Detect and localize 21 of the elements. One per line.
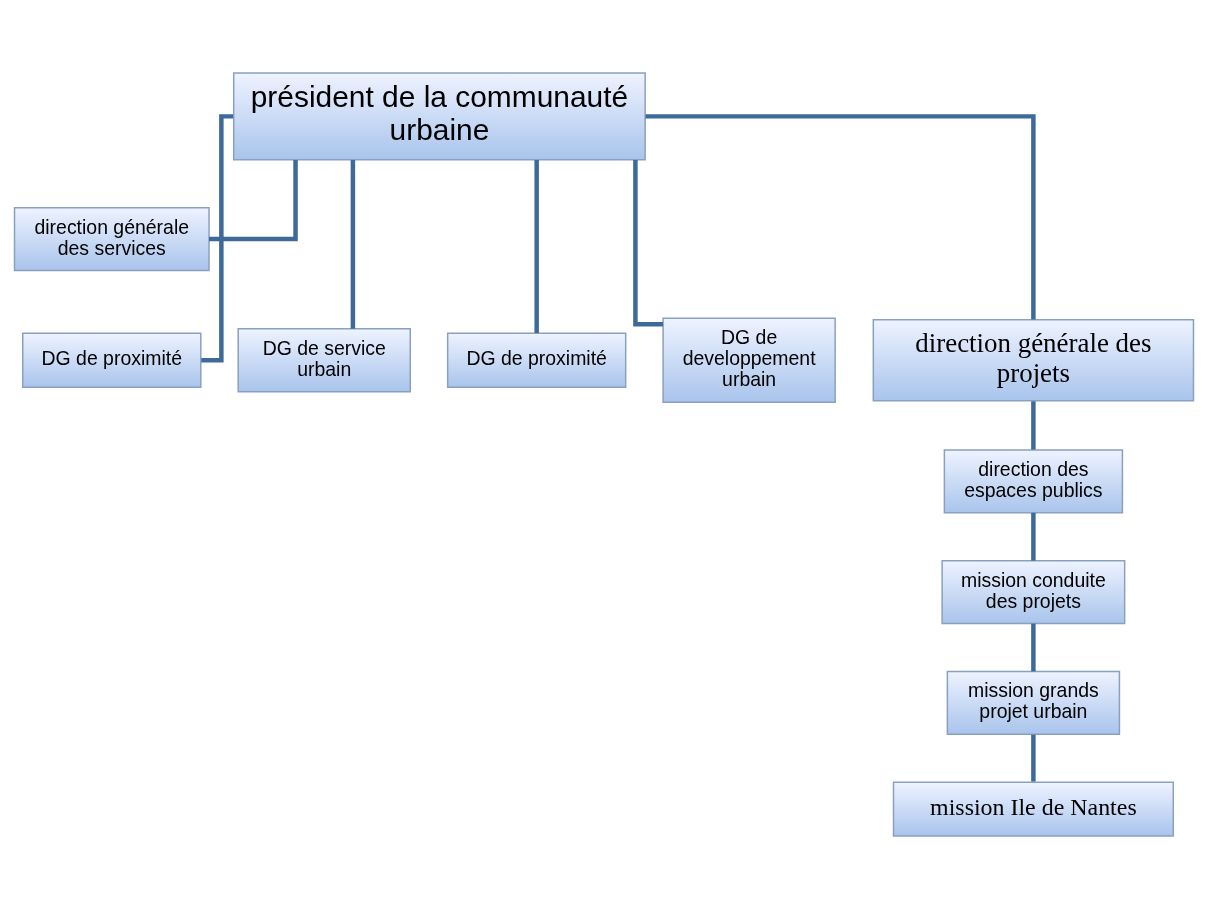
connector [1031,401,1036,450]
connector [645,114,1036,320]
connector [201,114,234,363]
node-box: mission conduite des projets [941,560,1126,625]
connector [534,159,539,333]
connector [1031,623,1036,672]
node-box: mission grands projet urbain [946,670,1121,736]
node-box: DG de proximité [446,332,627,388]
connector [1031,512,1036,561]
node-box: DG de service urbain [237,328,411,393]
node-box: direction générale des projets [872,319,1195,402]
connector [633,159,663,327]
connector [350,159,356,329]
node-box: DG de proximité [22,332,202,388]
node-box: direction générale des services [13,206,210,272]
node-box: mission Ile de Nantes [892,781,1175,837]
connector [1031,734,1036,782]
connector [209,159,298,242]
node-box: DG de developpement urbain [662,317,836,403]
node-box: direction des espaces publics [943,449,1124,514]
node-box: président de la communauté urbaine [232,72,646,161]
